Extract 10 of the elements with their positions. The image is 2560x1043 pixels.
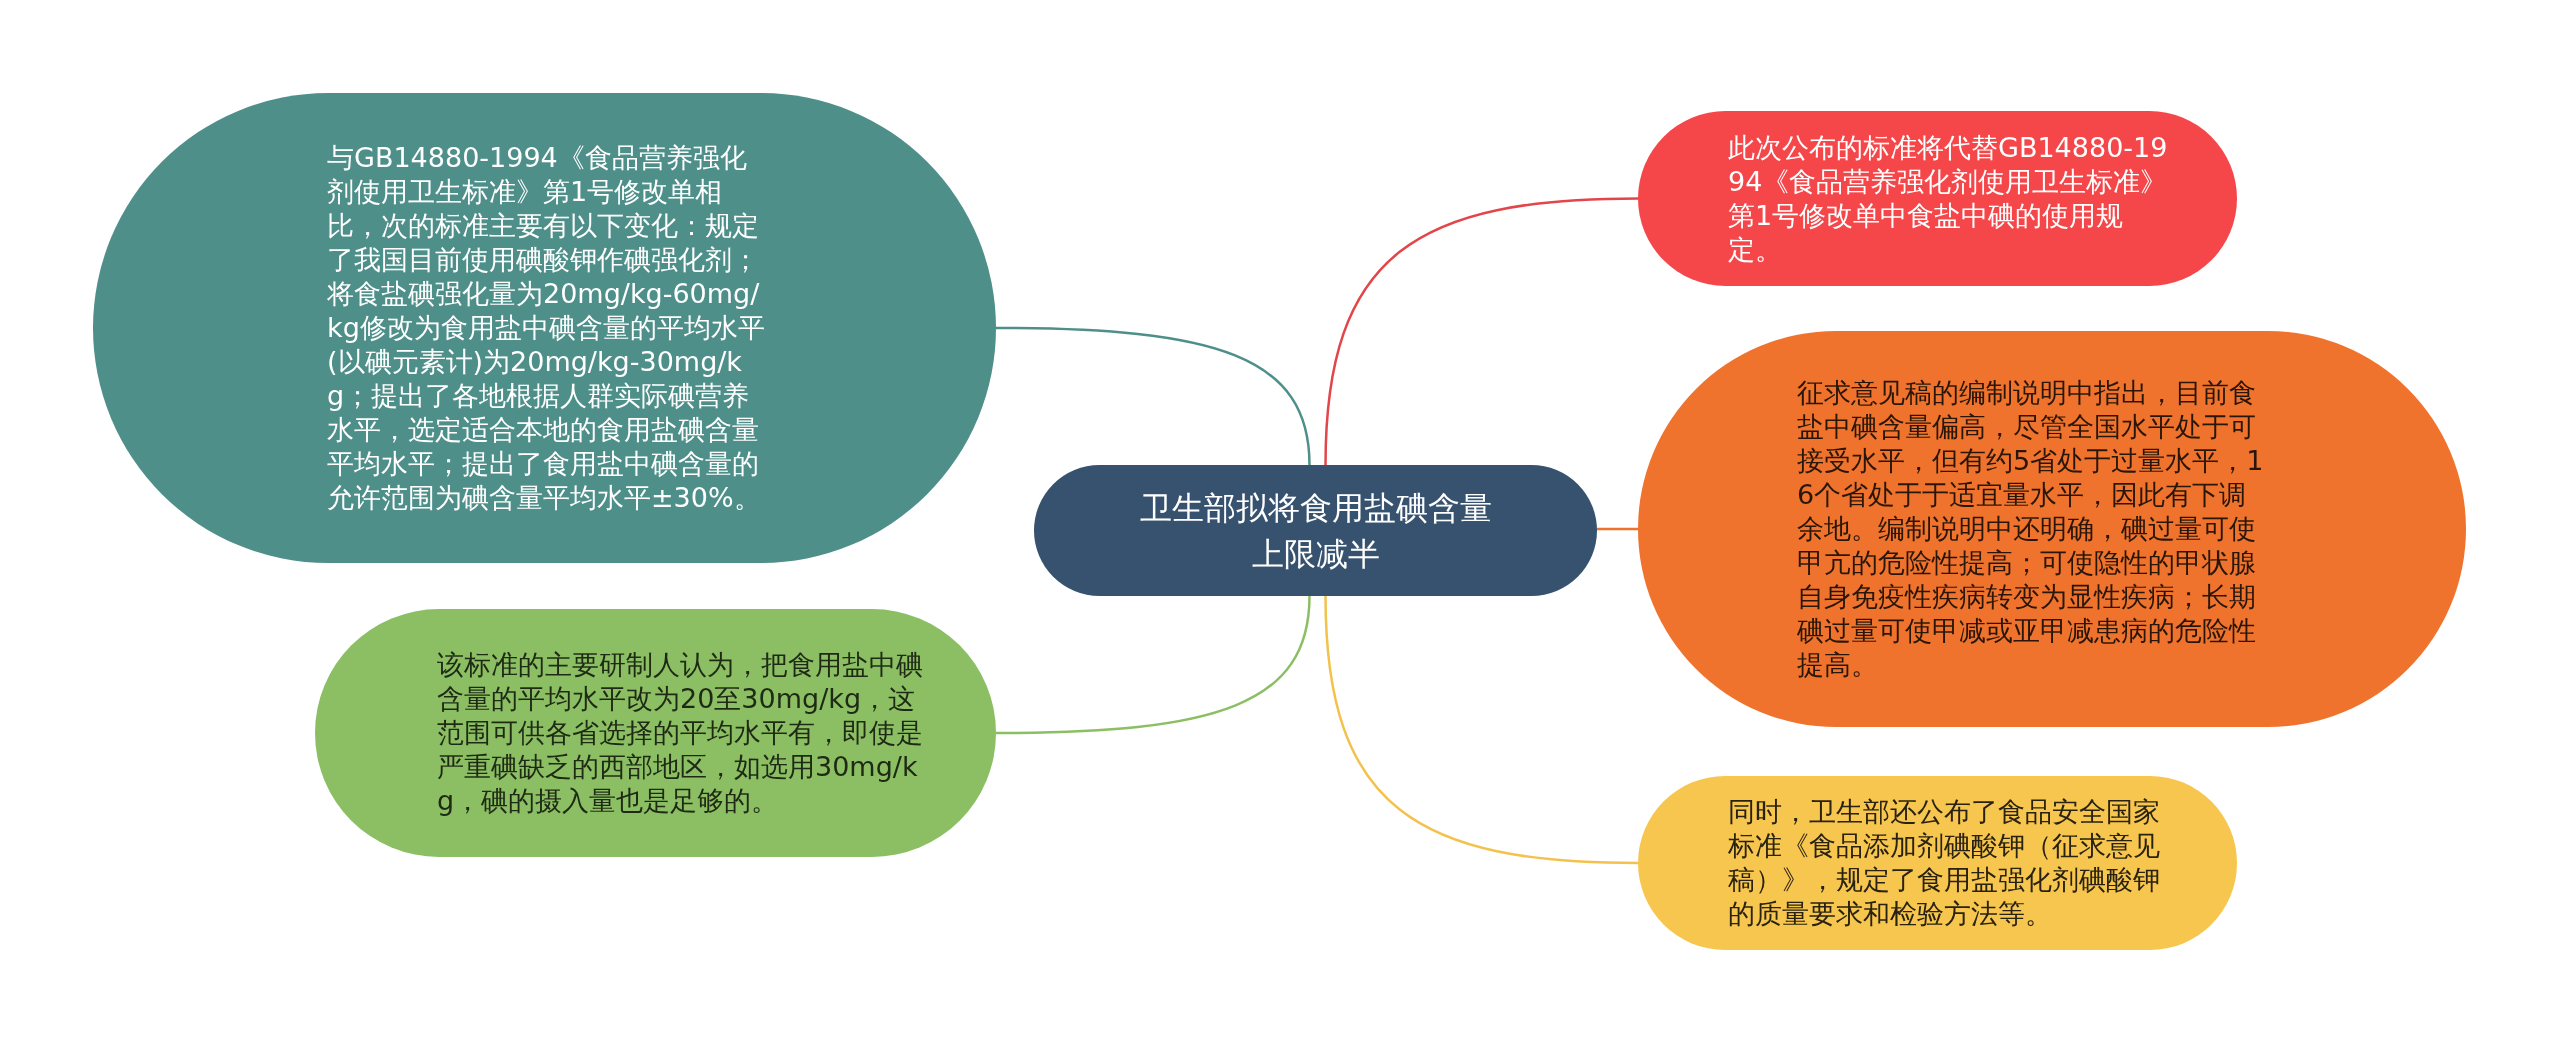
topic-text: 征求意见稿的编制说明中指出，目前食盐中碘含量偏高，尽管全国水平处于可接受水平，但有约5省处于过量水平，16个省处于于适宜量水平，因此有下调余地。编制说明中还明确，碘过量可使甲亢的危险性提高；可使隐性的甲状腺自身免疫性疾病转变为显性疾病；长期碘过量可使甲减或亚甲减患病的危险性提高。 [1797, 376, 2265, 682]
topic-text: 此次公布的标准将代替GB14880-1994《食品营养强化剂使用卫生标准》第1号修改单中食盐中碘的使用规定。 [1728, 130, 2168, 267]
topic-text: 与GB14880-1994《食品营养强化剂使用卫生标准》第1号修改单相比，次的标准主要有以下变化：规定了我国目前使用碘酸钾作碘强化剂；将食盐碘强化量为20mg/kg-60mg/kg修改为食用盐中碘含量的平均水平(以碘元素计)为20mg/kg-30mg/kg；提出了各地根据人群实际碘营养水平，选定适合本地的食用盐碘含量平均水平；提出了食用盐中碘含量的允许范围为碘含量平均水平±30%。 [327, 141, 766, 515]
central-topic-text: 卫生部拟将食用盐碘含量上限减半 [1138, 487, 1493, 575]
branch-connector [996, 595, 1311, 735]
topic-text: 同时，卫生部还公布了食品安全国家标准《食品添加剂碘酸钾（征求意见稿）》，规定了食用盐强化剂碘酸钾的质量要求和检验方法等。 [1728, 795, 2161, 931]
branch-connector [1324, 197, 1639, 466]
branch-connector [1597, 527, 1638, 531]
branch-connector [996, 326, 1311, 466]
topic-text: 该标准的主要研制人认为，把食用盐中碘含量的平均水平改为20至30mg/kg，这范围可供各省选择的平均水平有，即使是严重碘缺乏的西部地区，如选用30mg/kg，碘的摄入量也是足够的。 [437, 648, 924, 818]
